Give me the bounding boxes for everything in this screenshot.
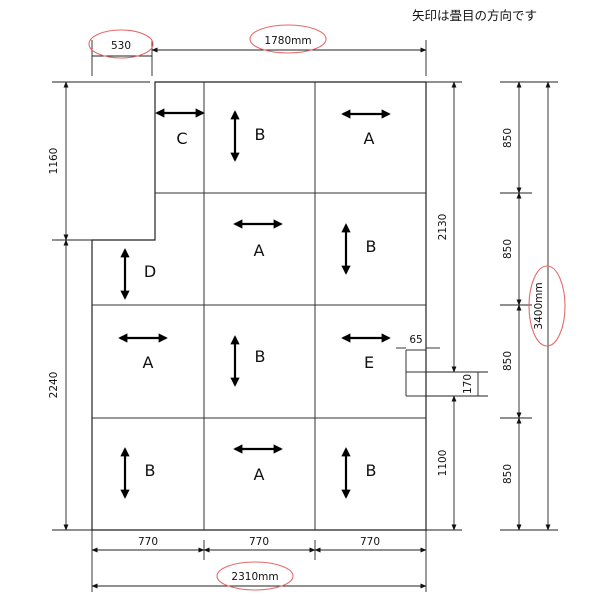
mat-label: B [366,461,377,480]
tatami-mat-r2c1: B [230,335,266,387]
mat-label: A [364,129,375,148]
dim-top-main: 1780mm [264,35,311,47]
mat-label: B [255,347,266,366]
dim-far-right-3: 850 [502,351,514,371]
tatami-mat-r3c2: B [341,447,377,499]
mat-label: B [145,461,156,480]
highlight-oval-top-notch [88,29,154,59]
mat-label: B [366,237,377,256]
highlight-oval-bottom-total [216,561,294,591]
highlight-oval-total-height [528,265,566,347]
dim-mid-right-upper: 2130 [437,214,449,241]
dim-notch-height: 170 [462,374,474,394]
tatami-mat-r0c1: B [230,110,266,162]
dim-far-right-4: 850 [502,464,514,484]
dim-left-upper: 1160 [48,148,60,175]
mat-label: E [364,353,374,372]
dim-total-height: 3400mm [533,282,545,329]
tatami-mat-r2c2: E [341,333,391,372]
mats-layer: C B A D A B A B E B A B [118,108,391,499]
dim-bottom-total: 2310mm [231,571,278,583]
mat-label: A [254,241,265,260]
wall-notch [405,350,426,373]
tatami-mat-r0c0: C [155,108,205,148]
mat-label: A [254,465,265,484]
mat-label: B [255,125,266,144]
tatami-mat-r3c0: B [120,447,156,499]
dim-far-right-1: 850 [502,128,514,148]
dim-top-notch: 530 [111,40,131,52]
dim-left-lower: 2240 [48,372,60,399]
dim-far-right-2: 850 [502,239,514,259]
dim-bottom-col-1: 770 [138,536,158,548]
tatami-mat-r1c1: A [233,219,283,260]
mat-label: D [144,262,156,281]
dim-bottom-col-2: 770 [249,536,269,548]
dim-mid-right-lower: 1100 [437,450,449,477]
dim-bottom-col-3: 770 [360,536,380,548]
legend-note: 矢印は畳目の方向です [412,8,537,23]
mat-label: C [176,129,187,148]
tatami-mat-r1c0: D [120,248,156,300]
dim-notch-width: 65 [409,334,422,346]
tatami-mat-r0c2: A [341,109,391,148]
tatami-mat-r3c1: A [233,444,283,484]
highlight-oval-top-main [249,24,327,54]
tatami-mat-r2c0: A [118,333,168,372]
mat-label: A [143,353,154,372]
tatami-mat-r1c2: B [341,223,377,275]
